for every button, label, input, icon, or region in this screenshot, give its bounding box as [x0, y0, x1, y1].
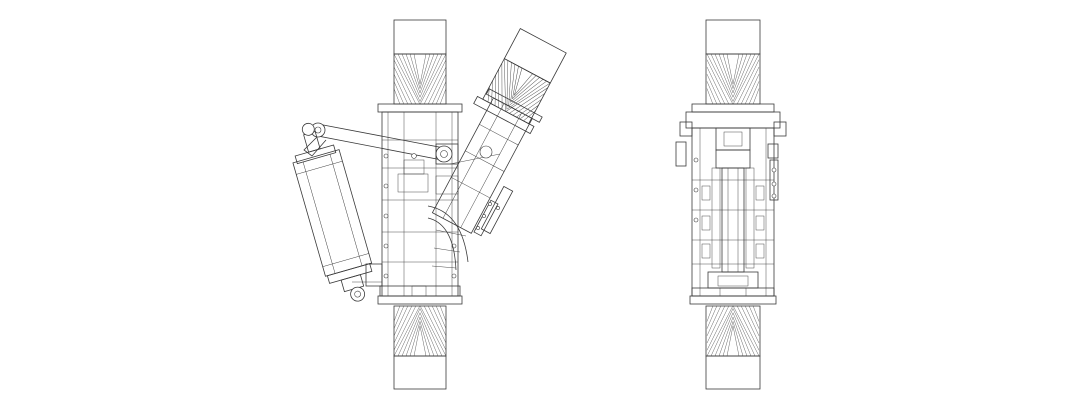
- side-view: [292, 19, 567, 390]
- front-bottom-flange: [689, 271, 777, 305]
- front-upper-pipe: [705, 19, 761, 105]
- front-top-flange: [675, 103, 787, 167]
- junction-curve: [427, 205, 469, 263]
- branch-pipe: [473, 28, 567, 135]
- front-view: [675, 19, 787, 390]
- upper-pipe: [393, 19, 447, 105]
- bottom-mount: [352, 263, 461, 297]
- lever-arm: [303, 122, 501, 165]
- junction-curve-inner: [427, 217, 457, 271]
- lower-pipe: [393, 305, 447, 390]
- actuator-cylinder: [292, 122, 373, 302]
- front-lower-pipe: [705, 305, 761, 390]
- side-bracket: [473, 185, 514, 237]
- main-housing: [377, 103, 463, 305]
- front-main-body: [691, 127, 779, 297]
- branch-housing: [431, 88, 543, 234]
